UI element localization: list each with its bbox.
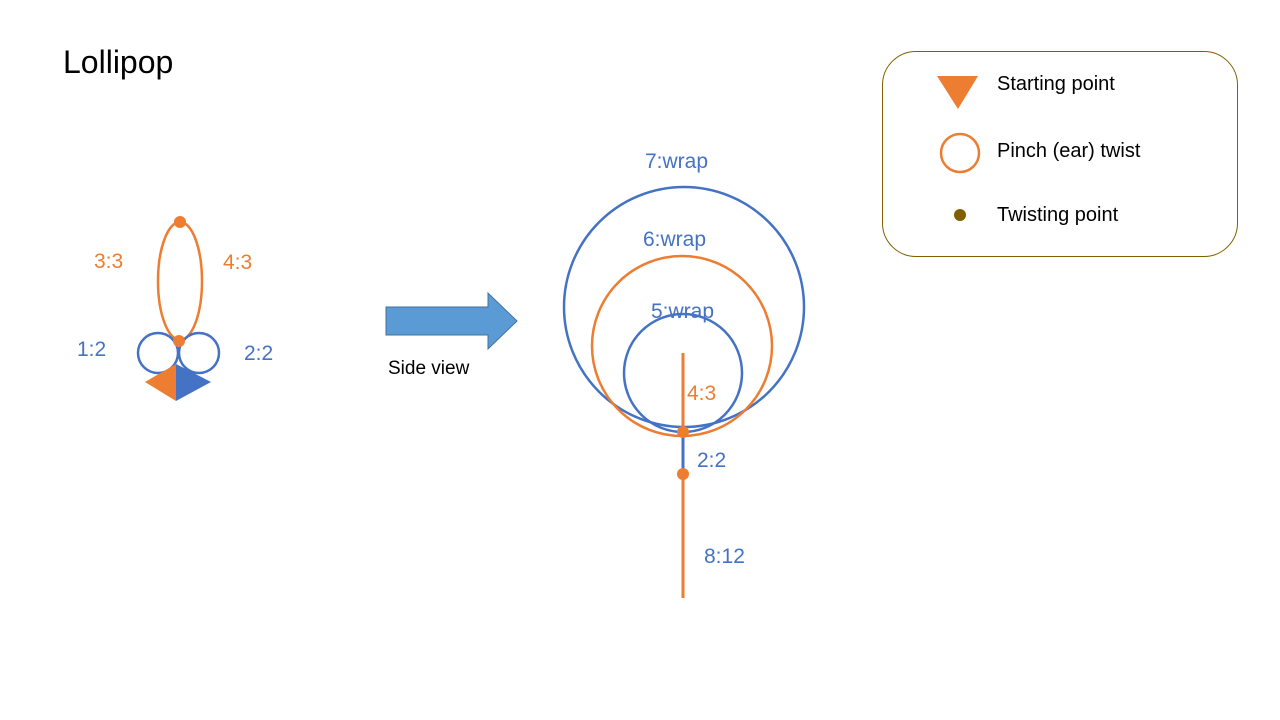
top-twist-dot <box>174 216 186 228</box>
center-twist-dot <box>173 335 185 347</box>
page-title: Lollipop <box>63 44 174 80</box>
label-3-3: 3:3 <box>94 250 123 273</box>
circle-icon <box>939 132 981 174</box>
legend-twisting-point-label: Twisting point <box>997 204 1119 226</box>
label-2-2: 2:2 <box>244 342 273 365</box>
legend-icons <box>937 76 981 221</box>
starting-point-triangle-orange <box>145 364 176 401</box>
triangle-icon <box>937 76 978 109</box>
label-4-3: 4:3 <box>223 251 252 274</box>
right-small-loop <box>177 331 221 375</box>
ear-loop <box>156 220 204 342</box>
label-6-wrap: 6:wrap <box>643 228 706 251</box>
side-view: 7:wrap 6:wrap 5:wrap 4:3 2:2 8:12 <box>562 150 806 598</box>
legend-starting-point-label: Starting point <box>997 73 1115 95</box>
side-view-label: Side view <box>388 358 470 379</box>
label-7-wrap: 7:wrap <box>645 150 708 173</box>
right-arrow-icon <box>385 291 518 351</box>
legend-pinch-twist-label: Pinch (ear) twist <box>997 140 1141 162</box>
label-5-wrap: 5:wrap <box>651 300 714 323</box>
label-2-2-side: 2:2 <box>697 449 726 472</box>
legend: Starting point Pinch (ear) twist Twistin… <box>882 51 1238 257</box>
label-8-12: 8:12 <box>704 545 745 568</box>
label-1-2: 1:2 <box>77 338 106 361</box>
front-view: 3:3 4:3 1:2 2:2 <box>77 216 273 401</box>
lower-twist-dot <box>677 468 689 480</box>
label-4-3-side: 4:3 <box>687 382 716 405</box>
dot-icon <box>954 209 966 221</box>
upper-twist-dot <box>677 426 689 438</box>
starting-point-triangle-blue <box>176 364 211 401</box>
